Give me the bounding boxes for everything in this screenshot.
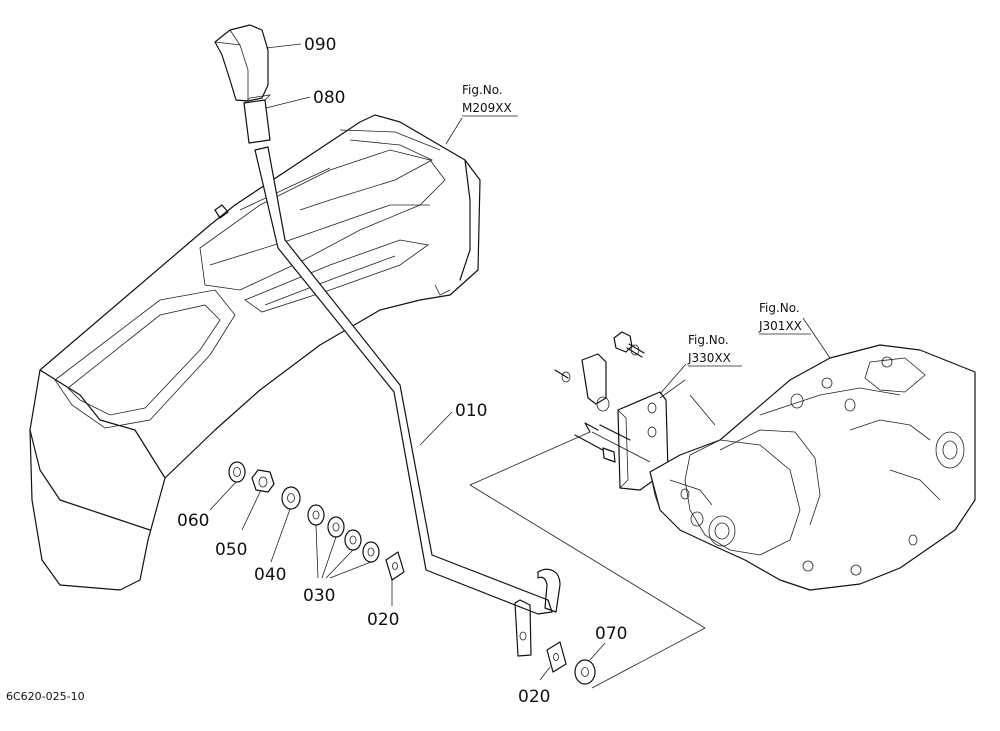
callout-010: 010 xyxy=(455,401,487,421)
grip-080 xyxy=(243,94,272,144)
fig-ref-label: Fig.No. xyxy=(688,333,729,347)
callout-050: 050 xyxy=(215,540,247,560)
callout-020-lower: 020 xyxy=(518,687,550,707)
callout-060: 060 xyxy=(177,511,209,531)
hardware-stack xyxy=(228,461,596,685)
knob-090 xyxy=(214,24,269,102)
linkage-outline xyxy=(469,379,716,689)
callout-020-upper: 020 xyxy=(367,610,399,630)
callout-040: 040 xyxy=(254,565,286,585)
hydraulic-housing xyxy=(649,344,976,591)
fig-ref-code: J301XX xyxy=(758,319,802,333)
callout-labels: 090 080 010 060 050 040 030 020 020 070 xyxy=(177,35,627,707)
fig-ref-code: M209XX xyxy=(462,101,512,115)
figure-ref-j301: Fig.No. J301XX xyxy=(758,301,811,335)
fig-ref-label: Fig.No. xyxy=(759,301,800,315)
bracket-j330 xyxy=(554,331,669,491)
callout-070: 070 xyxy=(595,624,627,644)
drawing-code: 6C620-025-10 xyxy=(6,690,85,703)
figure-ref-j330: Fig.No. J330XX xyxy=(687,333,742,367)
lever-rod-010 xyxy=(254,146,561,657)
figure-ref-m209: Fig.No. M209XX xyxy=(462,83,518,117)
callout-090: 090 xyxy=(304,35,336,55)
console-housing xyxy=(29,114,481,591)
callout-080: 080 xyxy=(313,88,345,108)
fig-ref-label: Fig.No. xyxy=(462,83,503,97)
fig-ref-code: J330XX xyxy=(687,351,731,365)
callout-030: 030 xyxy=(303,586,335,606)
leader-lines xyxy=(209,43,831,681)
